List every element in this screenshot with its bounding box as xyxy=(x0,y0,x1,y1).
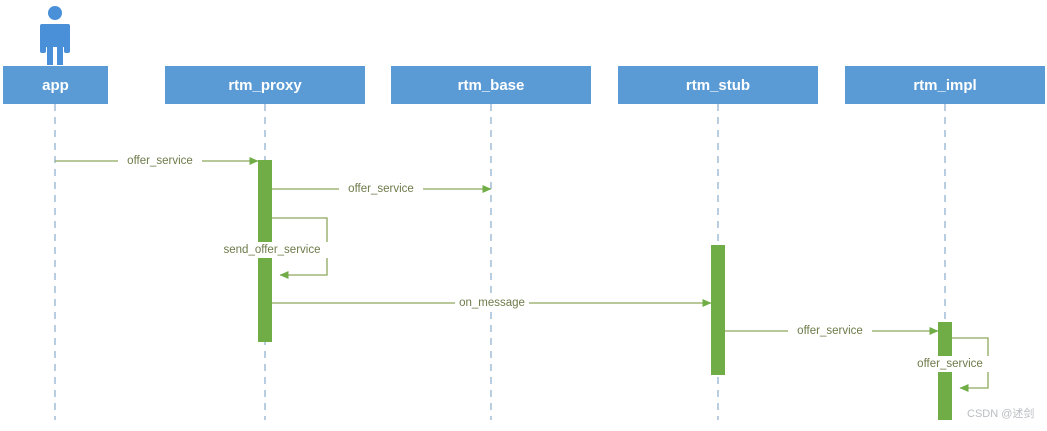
message-label-on-message: on_message xyxy=(459,297,525,309)
participant-rtm_base[interactable]: rtm_base xyxy=(391,66,591,104)
message-label-offer-service-3: offer_service xyxy=(797,325,863,337)
message-offer-service-stub-to-impl[interactable]: offer_service xyxy=(725,323,939,339)
activation-bar-rtm_impl-upper xyxy=(938,322,952,364)
message-label-send-offer-service: send_offer_service xyxy=(224,244,321,256)
participant-box-rtm_impl[interactable] xyxy=(845,66,1045,104)
message-offer-service-proxy-to-base[interactable]: offer_service xyxy=(272,181,492,197)
participant-rtm_proxy[interactable]: rtm_proxy xyxy=(165,66,365,104)
participant-label-app: app xyxy=(42,77,69,94)
message-offer-service-impl-self[interactable]: offer_service xyxy=(908,337,992,392)
actor-stick-figure-icon xyxy=(40,6,70,65)
activation-bar-rtm_stub xyxy=(711,245,725,375)
participant-rtm_impl[interactable]: rtm_impl xyxy=(845,66,1045,104)
message-label-offer-service-1: offer_service xyxy=(127,155,193,167)
message-send-offer-service-self[interactable]: send_offer_service xyxy=(212,217,331,279)
participant-box-rtm_base[interactable] xyxy=(391,66,591,104)
lifelines-group xyxy=(54,104,946,420)
watermark-text: CSDN @述剑 xyxy=(967,406,1034,420)
participant-rtm_stub[interactable]: rtm_stub xyxy=(618,66,818,104)
message-offer-service-app-to-proxy[interactable]: offer_service xyxy=(55,153,259,169)
message-label-offer-service-4: offer_service xyxy=(917,358,983,370)
participant-box-rtm_stub[interactable] xyxy=(618,66,818,104)
message-on-message-proxy-to-stub[interactable]: on_message xyxy=(272,295,712,311)
participant-label-rtm_stub: rtm_stub xyxy=(686,77,750,94)
participant-box-rtm_proxy[interactable] xyxy=(165,66,365,104)
participant-label-rtm_base: rtm_base xyxy=(458,77,525,94)
participant-app[interactable]: app xyxy=(3,66,108,104)
participant-box-app[interactable] xyxy=(3,66,108,104)
activation-bar-rtm_impl-lower xyxy=(938,368,952,420)
participant-label-rtm_proxy: rtm_proxy xyxy=(228,77,302,94)
message-label-offer-service-2: offer_service xyxy=(348,183,414,195)
participant-label-rtm_impl: rtm_impl xyxy=(913,77,976,94)
